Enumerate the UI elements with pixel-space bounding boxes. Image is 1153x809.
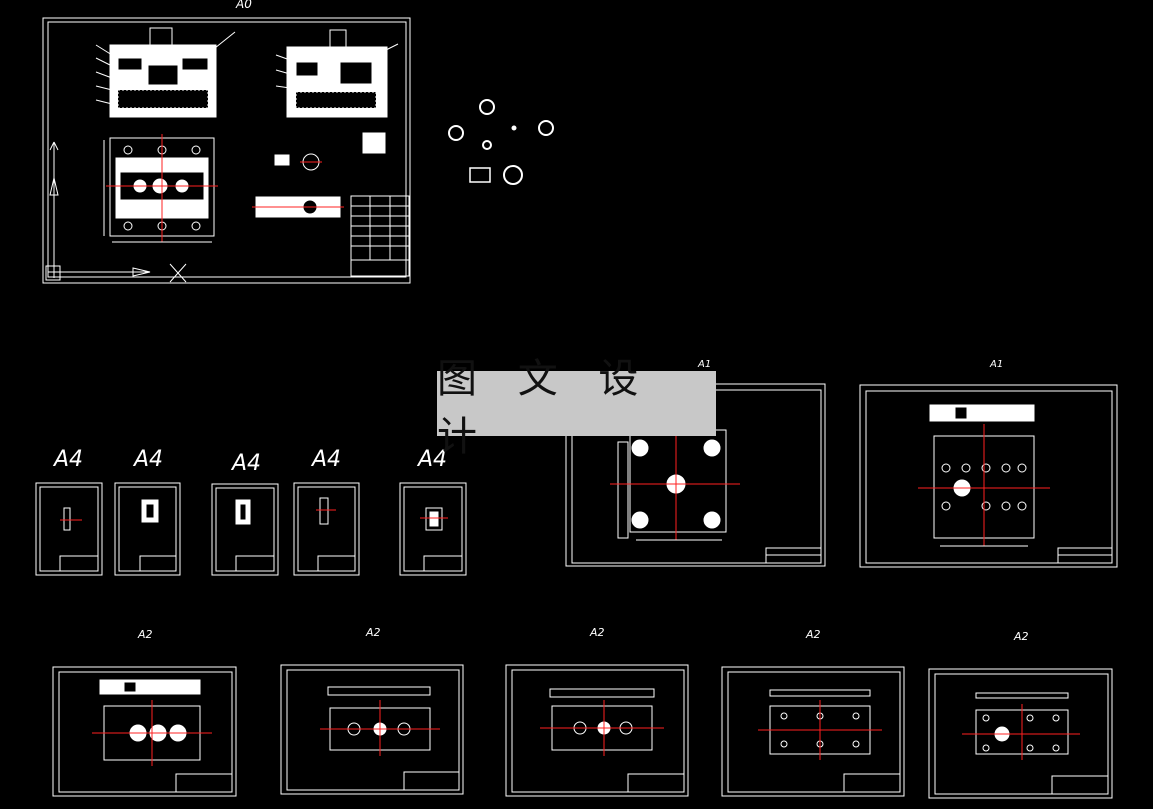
sheet-label-a4-3: A4 [230,451,261,476]
detail-parts [448,99,554,185]
sheet-label-a2-2: A2 [365,626,381,639]
sheet-a4-2 [114,482,181,576]
sheet-label-a2-3: A2 [589,626,605,639]
sheet-a4-1 [35,482,103,576]
sheet-a2-2 [280,664,464,795]
sheet-label-a2-1: A2 [137,628,153,641]
sheet-label-a4-5: A4 [416,447,447,472]
sheet-a2-4 [721,666,905,797]
sheet-a2-5 [928,668,1113,799]
sheet-a4-4 [293,482,360,576]
sheet-label-a4-1: A4 [52,447,83,472]
sheet-label-a1-1: A1 [697,359,711,370]
sheet-a4-5 [399,482,467,576]
sheet-a2-3 [505,664,689,797]
watermark-text: 图 文 设 计 [437,355,653,460]
sheet-a0 [42,17,411,284]
sheet-label-a4-4: A4 [310,447,341,472]
sheet-label-a1-2: A1 [989,359,1003,370]
sheet-label-a0: A0 [235,0,252,11]
sheet-a1-2 [859,384,1118,568]
sheet-a1-1 [565,383,826,567]
sheet-label-a2-5: A2 [1013,630,1029,643]
sheet-label-a4-2: A4 [132,447,163,472]
sheet-a4-3 [211,483,279,576]
sheet-a2-1 [52,666,237,797]
watermark-banner: 图 文 设 计 [437,356,716,460]
sheet-label-a2-4: A2 [805,628,821,641]
